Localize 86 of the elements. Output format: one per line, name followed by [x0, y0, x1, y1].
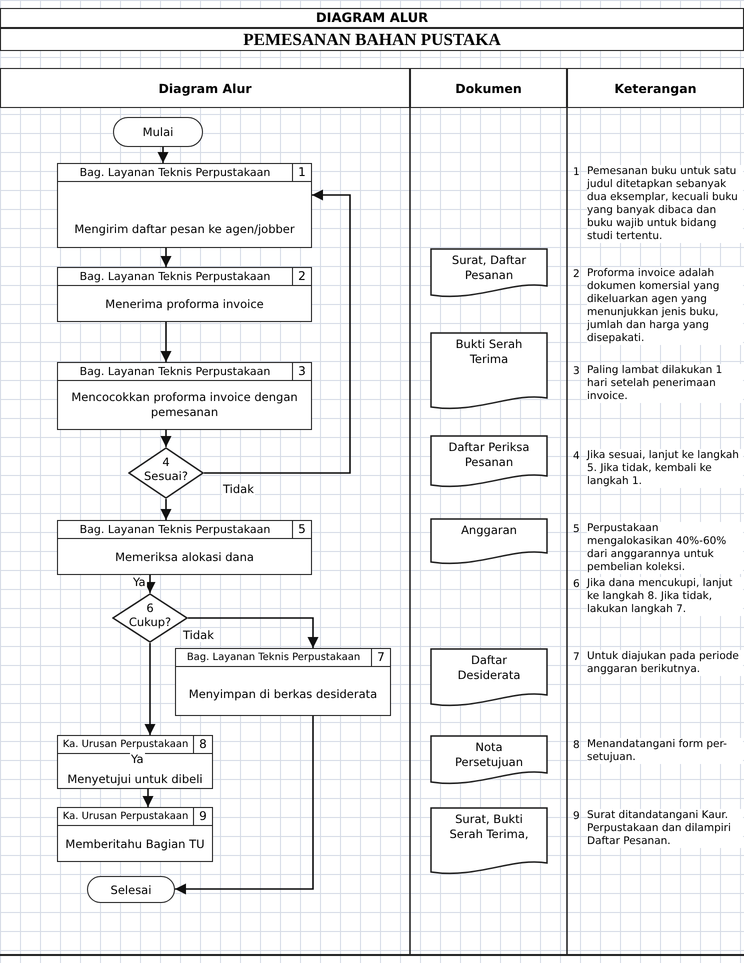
arrow	[160, 499, 172, 520]
note-number: 2	[573, 268, 580, 280]
document-label: Surat, Bukti Serah Terima,	[448, 812, 530, 842]
terminator-box: Selesai	[87, 876, 175, 903]
document-label: Daftar Periksa Pesanan	[448, 440, 530, 470]
note-text: Proforma invoice adalah dokumen komersial yang dikeluarkan agen yang menunjukkan jenis buku, jumlah dan harga yang disepakati.	[587, 267, 743, 345]
process-text: Menerima proforma invoice	[104, 297, 265, 312]
role-label: Bag. Layanan Teknis Perpustakaan	[78, 165, 272, 181]
step-number: 7	[371, 649, 390, 666]
decision-text: Cukup?	[128, 615, 172, 629]
note-text: Jika dana mencukupi, lanjut ke langkah 8. Jika tidak, lakukan langkah 7.	[587, 577, 743, 616]
document-label: Nota Persetujuan	[454, 740, 524, 770]
process-box	[57, 163, 312, 248]
process-box	[57, 735, 213, 789]
edge-label: Ya	[132, 576, 146, 589]
step-number: 5	[292, 521, 311, 538]
process-text: Mengirim daftar pesan ke agen/jobber	[73, 222, 296, 237]
note-number: 5	[573, 523, 580, 535]
document-label: Surat, Daftar Pesanan	[450, 253, 528, 283]
terminator-box: Mulai	[113, 117, 203, 147]
step-number: 3	[292, 363, 311, 380]
note-number: 9	[573, 810, 580, 822]
process-box	[57, 807, 213, 862]
document-shape	[430, 648, 548, 707]
process-box	[57, 267, 312, 322]
note-number: 3	[573, 365, 580, 377]
document-shape	[430, 807, 548, 875]
arrow	[160, 248, 172, 267]
step-number: 6	[145, 601, 155, 615]
note-number: 7	[573, 651, 580, 663]
column-header: Diagram Alur	[0, 68, 410, 108]
note-text: Pemesanan buku untuk satu judul ditetapkan sebanyak dua eksemplar, kecuali buku yang banyak dibaca dan buku wajib untuk bidang studi tertentu.	[587, 165, 743, 243]
process-text: Menyimpan di berkas desiderata	[188, 687, 378, 702]
note-number: 8	[573, 739, 580, 751]
document-label: Daftar Desiderata	[456, 653, 522, 683]
note-text: Jika sesuai, lanjut ke langkah 5. Jika tidak, kembali ke langkah 1.	[587, 449, 743, 488]
document-shape	[430, 332, 548, 410]
note-number: 6	[573, 578, 580, 590]
role-label: Ka. Urusan Perpustakaan	[62, 738, 190, 752]
arrow	[160, 322, 172, 362]
edge-label: Tidak	[182, 629, 215, 642]
decision-diamond	[128, 447, 204, 499]
document-label: Bukti Serah Terima	[454, 337, 524, 367]
note-text: Paling lambat dilakukan 1 hari setelah penerimaan invoice.	[587, 364, 743, 403]
document-shape	[430, 518, 548, 565]
document-shape	[430, 248, 548, 298]
diagram-subtitle: PEMESANAN BAHAN PUSTAKA	[0, 28, 744, 51]
note-text: Menandatangani form per-setujuan.	[587, 738, 743, 764]
role-label: Bag. Layanan Teknis Perpustakaan	[186, 651, 362, 665]
arrow	[157, 147, 169, 163]
arrow	[144, 643, 156, 735]
arrow	[188, 617, 319, 648]
note-text: Untuk diajukan pada periode anggaran berikutnya.	[587, 650, 743, 676]
process-text: Menyetujui untuk dibeli	[66, 772, 204, 787]
document-shape	[430, 435, 548, 488]
step-number: 4	[161, 455, 171, 469]
process-text: Memeriksa alokasi dana	[114, 550, 255, 565]
process-text: Memberitahu Bagian TU	[64, 837, 206, 852]
note-text: Surat ditandatangani Kaur. Perpustakaan dan dilampiri Daftar Pesanan.	[587, 809, 743, 848]
step-number: 9	[193, 808, 212, 825]
step-number: 8	[193, 736, 212, 753]
process-box	[57, 520, 312, 575]
edge-label: Ya	[130, 753, 144, 766]
arrow	[160, 430, 172, 447]
column-header: Dokumen	[410, 68, 567, 108]
note-number: 4	[573, 450, 580, 462]
arrow	[175, 716, 314, 895]
diagram-title: DIAGRAM ALUR	[0, 8, 744, 28]
process-text: Mencocokkan proforma invoice dengan pemesanan	[70, 390, 299, 420]
document-label: Anggaran	[460, 523, 518, 538]
role-label: Bag. Layanan Teknis Perpustakaan	[78, 269, 272, 285]
note-number: 1	[573, 166, 580, 178]
document-shape	[430, 735, 548, 785]
note-text: Perpustakaan mengalokasikan 40%-60% dari anggarannya untuk pembelian koleksi.	[587, 522, 743, 574]
role-label: Bag. Layanan Teknis Perpustakaan	[78, 364, 272, 380]
process-box	[57, 362, 312, 430]
role-label: Ka. Urusan Perpustakaan	[62, 810, 190, 824]
column-header: Keterangan	[567, 68, 744, 108]
role-label: Bag. Layanan Teknis Perpustakaan	[78, 522, 272, 538]
process-box	[175, 648, 391, 716]
arrow	[142, 789, 154, 807]
step-number: 2	[292, 268, 311, 285]
arrow	[204, 189, 351, 474]
decision-text: Sesuai?	[142, 469, 189, 483]
step-number: 1	[292, 164, 311, 181]
edge-label: Tidak	[222, 483, 255, 496]
